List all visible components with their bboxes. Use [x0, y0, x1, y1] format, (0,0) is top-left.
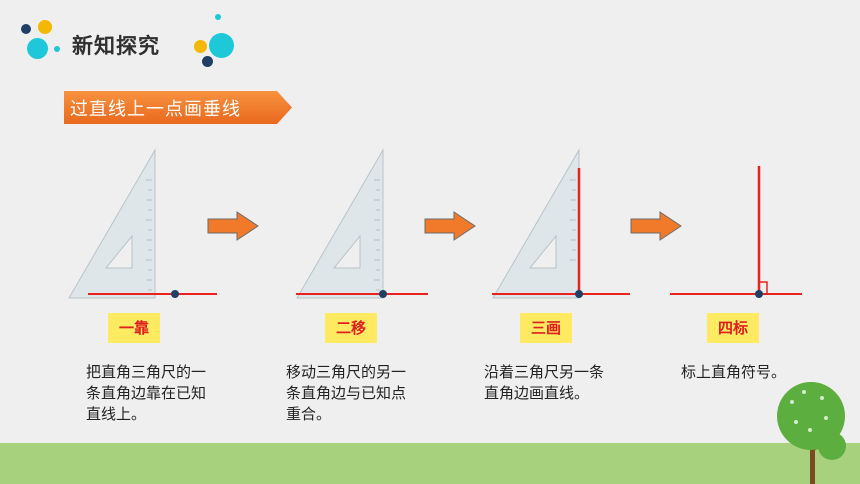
step3-figure: [492, 148, 630, 299]
decor-dot: [202, 56, 213, 67]
step1-description: 把直角三角尺的一 条直角边靠在已知 直线上。: [86, 362, 206, 425]
decor-dot: [209, 33, 234, 58]
step4-figure: [670, 166, 802, 298]
step1-label: 一靠: [108, 313, 160, 343]
step4-description: 标上直角符号。: [681, 362, 786, 383]
desc-line: 把直角三角尺的一: [86, 363, 207, 381]
desc-line: 重合。: [286, 405, 332, 423]
known-point: [379, 290, 387, 298]
step4-label: 四标: [707, 313, 759, 343]
desc-line: 直线上。: [86, 405, 147, 423]
decor-dot: [194, 40, 207, 53]
set-square: [296, 148, 384, 299]
known-point: [171, 290, 179, 298]
right-angle-mark: [759, 281, 768, 294]
set-square: [68, 148, 156, 299]
decor-dot: [27, 38, 48, 59]
arrow-right-icon: [207, 211, 259, 241]
section-banner-text: 过直线上一点画垂线: [70, 99, 241, 120]
arrow-right-icon: [424, 211, 476, 241]
desc-line: 移动三角尺的另一: [286, 363, 407, 381]
desc-line: 沿着三角尺另一条: [484, 363, 605, 381]
desc-line: 条直角边与已知点: [286, 384, 407, 402]
page-title: 新知探究: [72, 34, 160, 58]
desc-line: 直角边画直线。: [484, 384, 590, 402]
known-point: [575, 290, 583, 298]
ground-strip: [0, 443, 860, 484]
desc-line: 条直角边靠在已知: [86, 384, 207, 402]
step2-label: 二移: [325, 313, 377, 343]
decor-dot: [21, 24, 31, 34]
tree-illustration: [777, 382, 846, 484]
decor-dot: [54, 46, 60, 52]
decor-dot: [215, 14, 221, 20]
desc-line: 标上直角符号。: [681, 363, 787, 381]
known-point: [755, 290, 763, 298]
step2-description: 移动三角尺的另一 条直角边与已知点 重合。: [286, 362, 406, 425]
step3-description: 沿着三角尺另一条 直角边画直线。: [484, 362, 604, 404]
set-square: [492, 148, 580, 299]
section-banner: [64, 91, 292, 124]
step3-label: 三画: [520, 313, 572, 343]
arrow-right-icon: [630, 211, 682, 241]
step2-figure: [296, 148, 428, 299]
step1-figure: [68, 148, 217, 299]
decor-dot: [38, 20, 52, 34]
